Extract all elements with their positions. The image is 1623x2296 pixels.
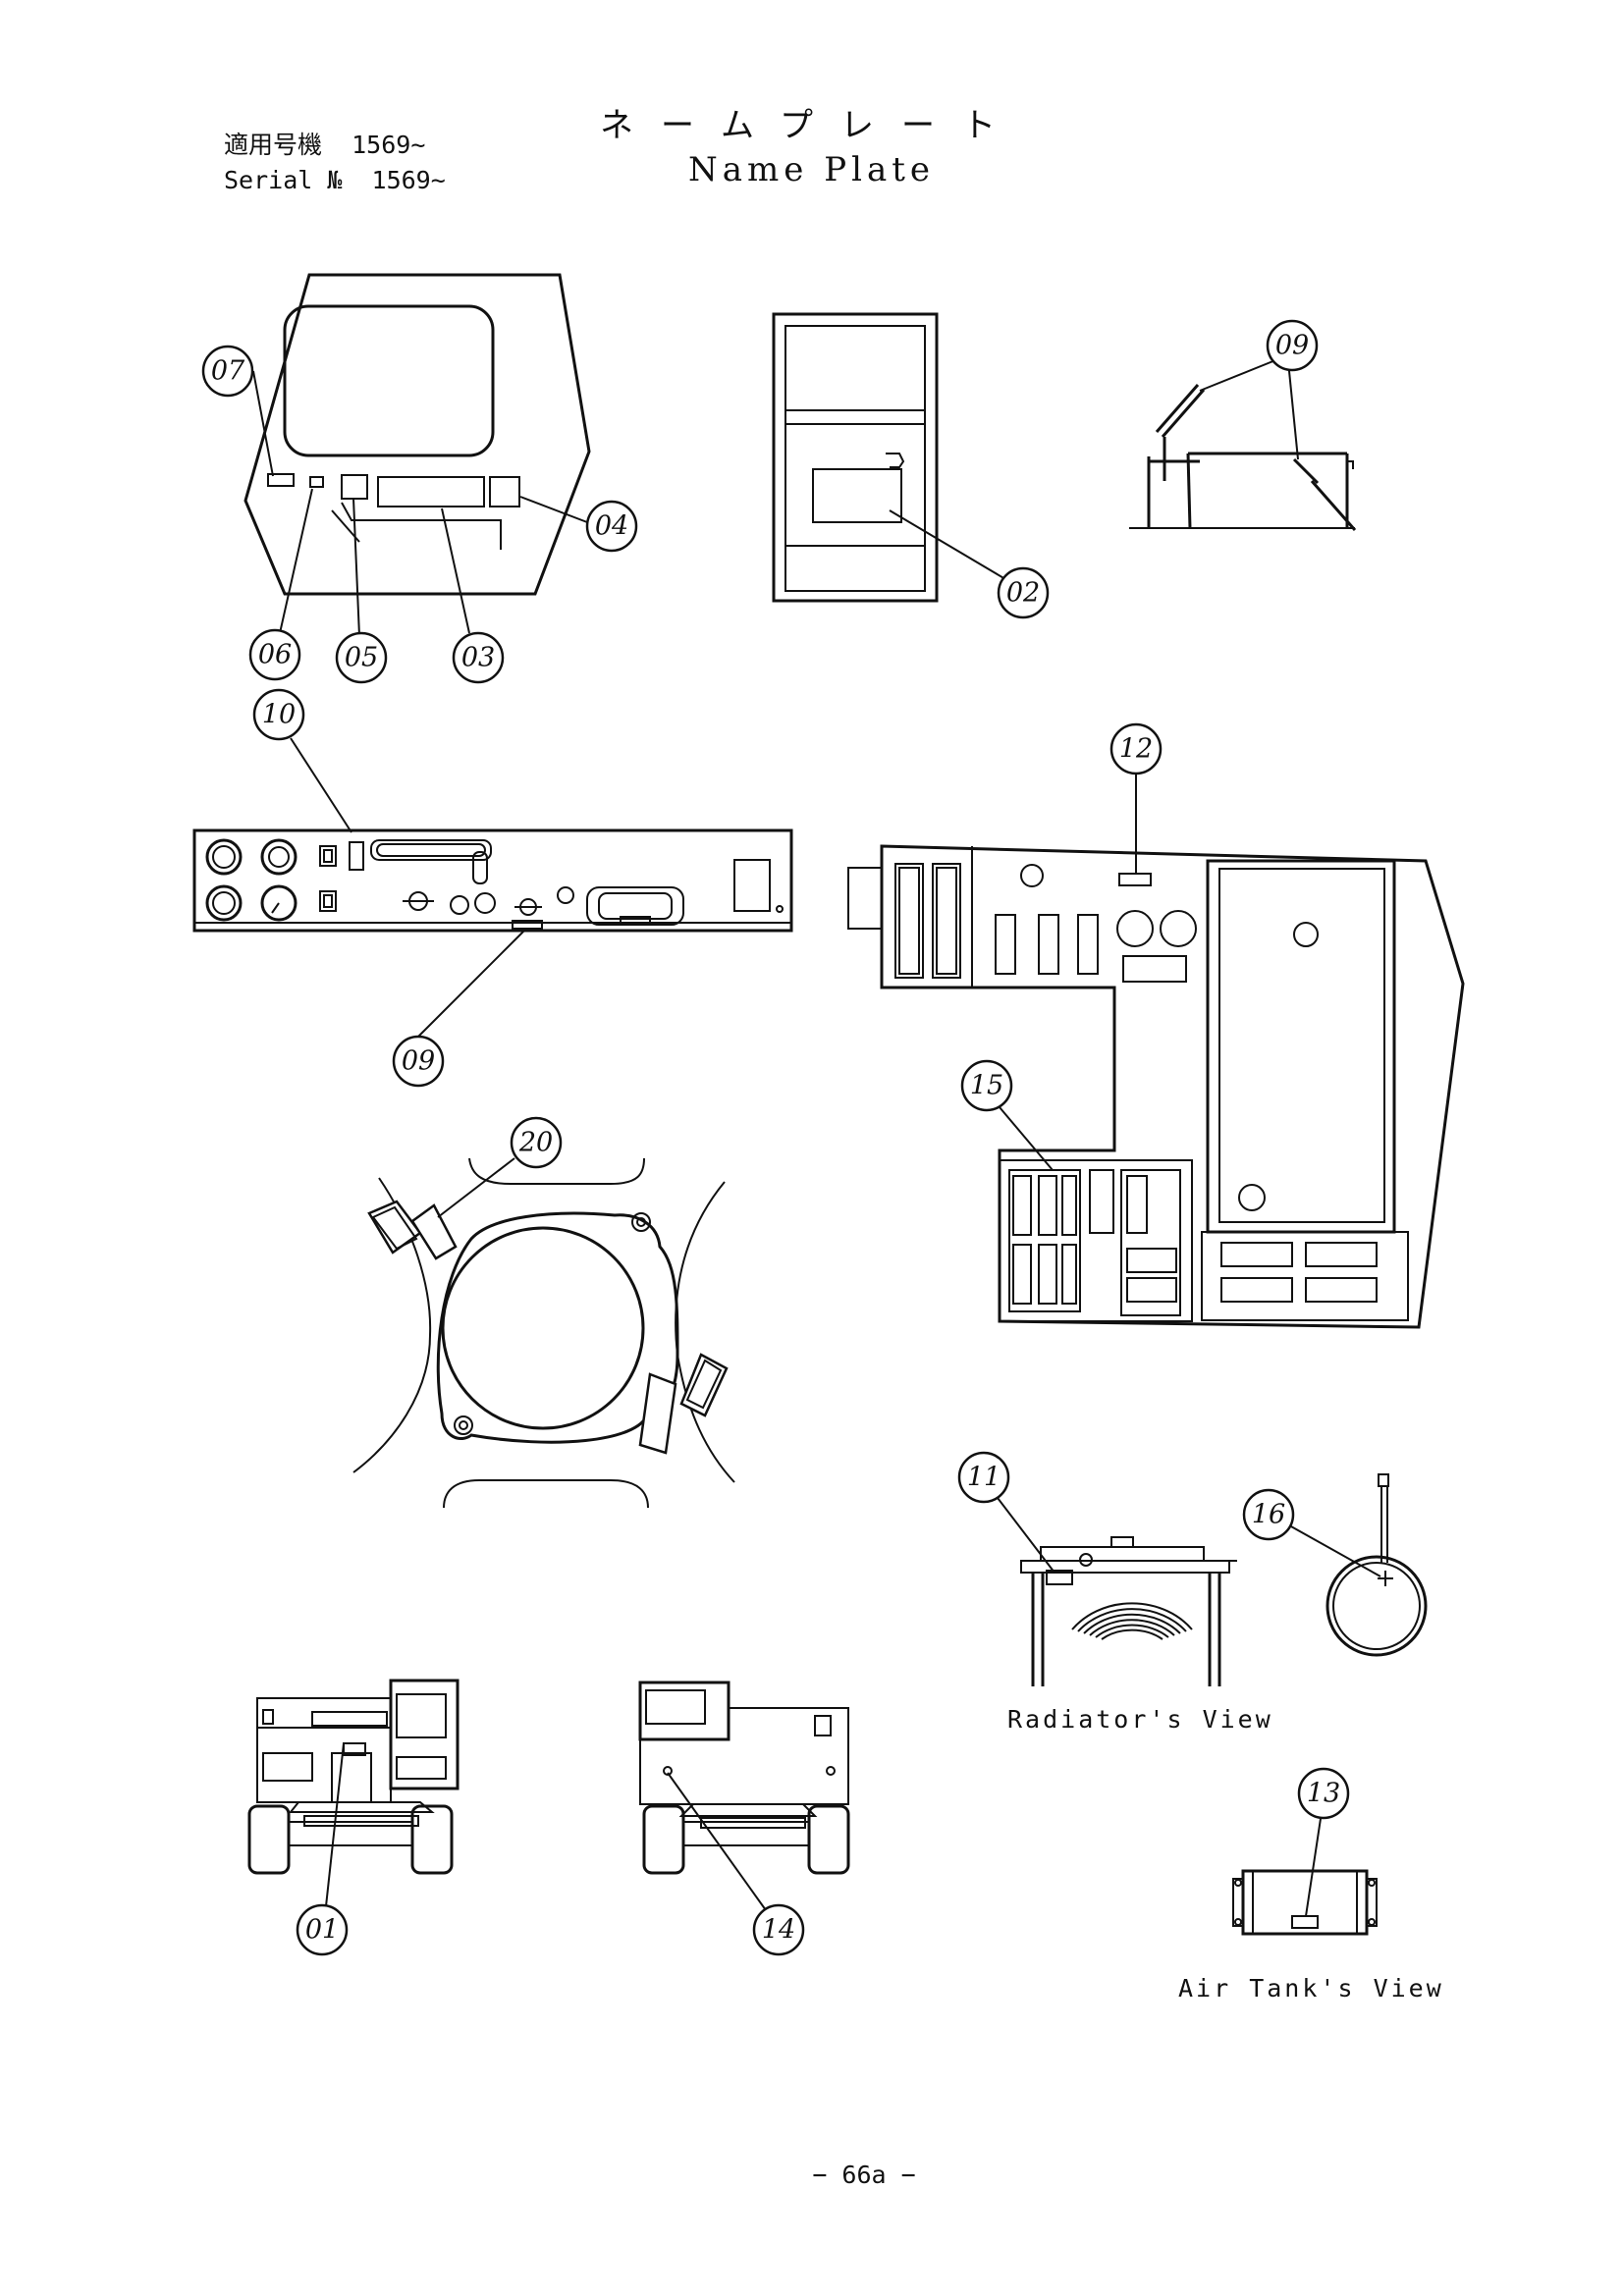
callout-05: 05 [335, 631, 388, 684]
callout-07: 07 [201, 345, 254, 398]
svg-text:14: 14 [762, 1915, 795, 1946]
plate-09b [512, 920, 543, 930]
svg-text:06: 06 [258, 640, 292, 670]
callouts: 07 06 05 03 04 02 09 10 09 12 15 20 11 1… [201, 319, 1350, 1956]
callout-20: 20 [510, 1116, 563, 1169]
machine-view-right [638, 1681, 850, 1911]
callout-09-panel: 09 [392, 1035, 445, 1088]
callout-14: 14 [752, 1903, 805, 1956]
svg-text:10: 10 [262, 700, 296, 730]
callout-11: 11 [957, 1451, 1010, 1504]
svg-text:04: 04 [595, 511, 628, 542]
plate-11 [1046, 1570, 1073, 1585]
plate-12 [1118, 873, 1152, 886]
callout-12: 12 [1109, 722, 1163, 775]
svg-text:13: 13 [1307, 1779, 1340, 1809]
serial-value: 1569~ [371, 166, 446, 194]
page-title: ネームプレート Name Plate [0, 98, 1623, 189]
air-tank-view: Air Tank's View [1178, 1811, 1444, 2002]
callout-16: 16 [1242, 1488, 1295, 1541]
plate-05 [341, 474, 368, 500]
svg-text:05: 05 [345, 643, 378, 673]
applicable-label: 適用号機 [224, 131, 323, 159]
serial-block: 適用号機 1569~ Serial № 1569~ [224, 128, 446, 198]
svg-text:09: 09 [1275, 331, 1309, 361]
svg-text:07: 07 [211, 356, 245, 387]
callout-02: 02 [997, 566, 1050, 619]
callout-04: 04 [585, 500, 638, 553]
callout-10: 10 [252, 688, 305, 741]
cab-interior-plan [847, 772, 1465, 1329]
callout-13: 13 [1297, 1767, 1350, 1820]
plate-06 [309, 476, 324, 488]
svg-text:16: 16 [1252, 1500, 1285, 1530]
radiator-view: Radiator's View [997, 1497, 1273, 1734]
svg-text:20: 20 [518, 1128, 553, 1158]
door-view [772, 312, 1006, 603]
plate-07 [267, 473, 295, 487]
title-japanese: ネームプレート [600, 106, 1023, 145]
svg-text:01: 01 [305, 1915, 339, 1946]
svg-text:03: 03 [461, 643, 495, 673]
plate-04 [489, 476, 520, 507]
svg-text:09: 09 [402, 1046, 435, 1077]
page-number: − 66a − [812, 2161, 915, 2189]
gauge-ring-view [1281, 1473, 1428, 1657]
turntable-view [352, 1157, 735, 1509]
cab-window [283, 304, 495, 457]
plate-13 [1291, 1915, 1319, 1929]
callout-03: 03 [452, 631, 505, 684]
svg-text:02: 02 [1006, 578, 1040, 609]
callout-01: 01 [296, 1903, 349, 1956]
svg-text:11: 11 [967, 1463, 1001, 1493]
svg-text:15: 15 [970, 1071, 1003, 1101]
plate-02 [812, 468, 902, 523]
air-tank-caption: Air Tank's View [1178, 1974, 1444, 2002]
applicable-value: 1569~ [352, 131, 426, 159]
svg-text:12: 12 [1119, 734, 1153, 765]
callout-06: 06 [248, 628, 301, 681]
cab-front-view [243, 273, 591, 637]
plate-10 [349, 841, 364, 871]
machine-view-left [247, 1679, 460, 1907]
callout-15: 15 [960, 1059, 1013, 1112]
plate-03 [377, 476, 485, 507]
title-english: Name Plate [688, 150, 935, 189]
serial-label: Serial № [224, 166, 343, 194]
callout-09-top: 09 [1266, 319, 1319, 372]
instrument-panel [192, 737, 793, 1041]
lever-view [1129, 357, 1357, 531]
radiator-caption: Radiator's View [1007, 1705, 1273, 1734]
